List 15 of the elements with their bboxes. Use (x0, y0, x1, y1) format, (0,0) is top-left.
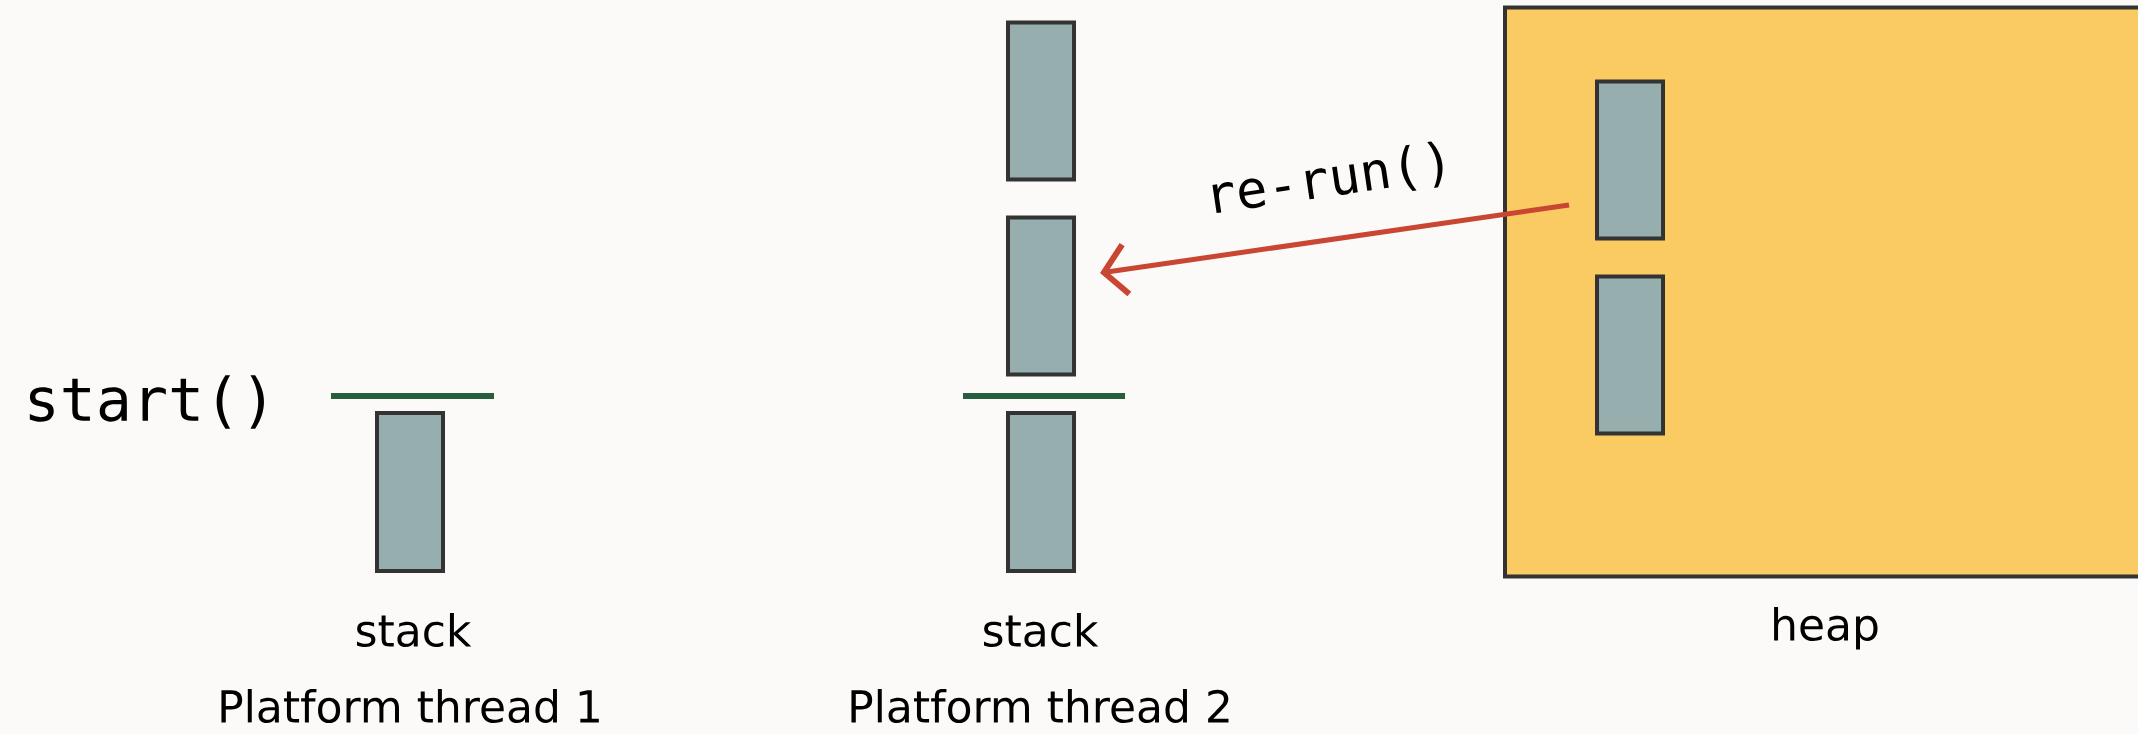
frame-box (1006, 411, 1076, 573)
caption-label: Platform thread 2 (851, 689, 1229, 724)
heap-label: heap (1774, 607, 1878, 650)
edge-label: re-run() (1199, 136, 1459, 224)
frame-box (1006, 20, 1076, 182)
arrow (1100, 202, 1570, 297)
caption-label: stack (357, 613, 472, 648)
heap-box (1503, 5, 2138, 579)
frame-box (1595, 274, 1665, 436)
caption-label: Platform thread 1 (221, 689, 599, 724)
caption-label: stack (984, 613, 1099, 648)
frame-box (1006, 215, 1076, 377)
code-label: start() (29, 375, 264, 429)
frame-box (375, 411, 445, 573)
frame-box (1595, 79, 1665, 241)
